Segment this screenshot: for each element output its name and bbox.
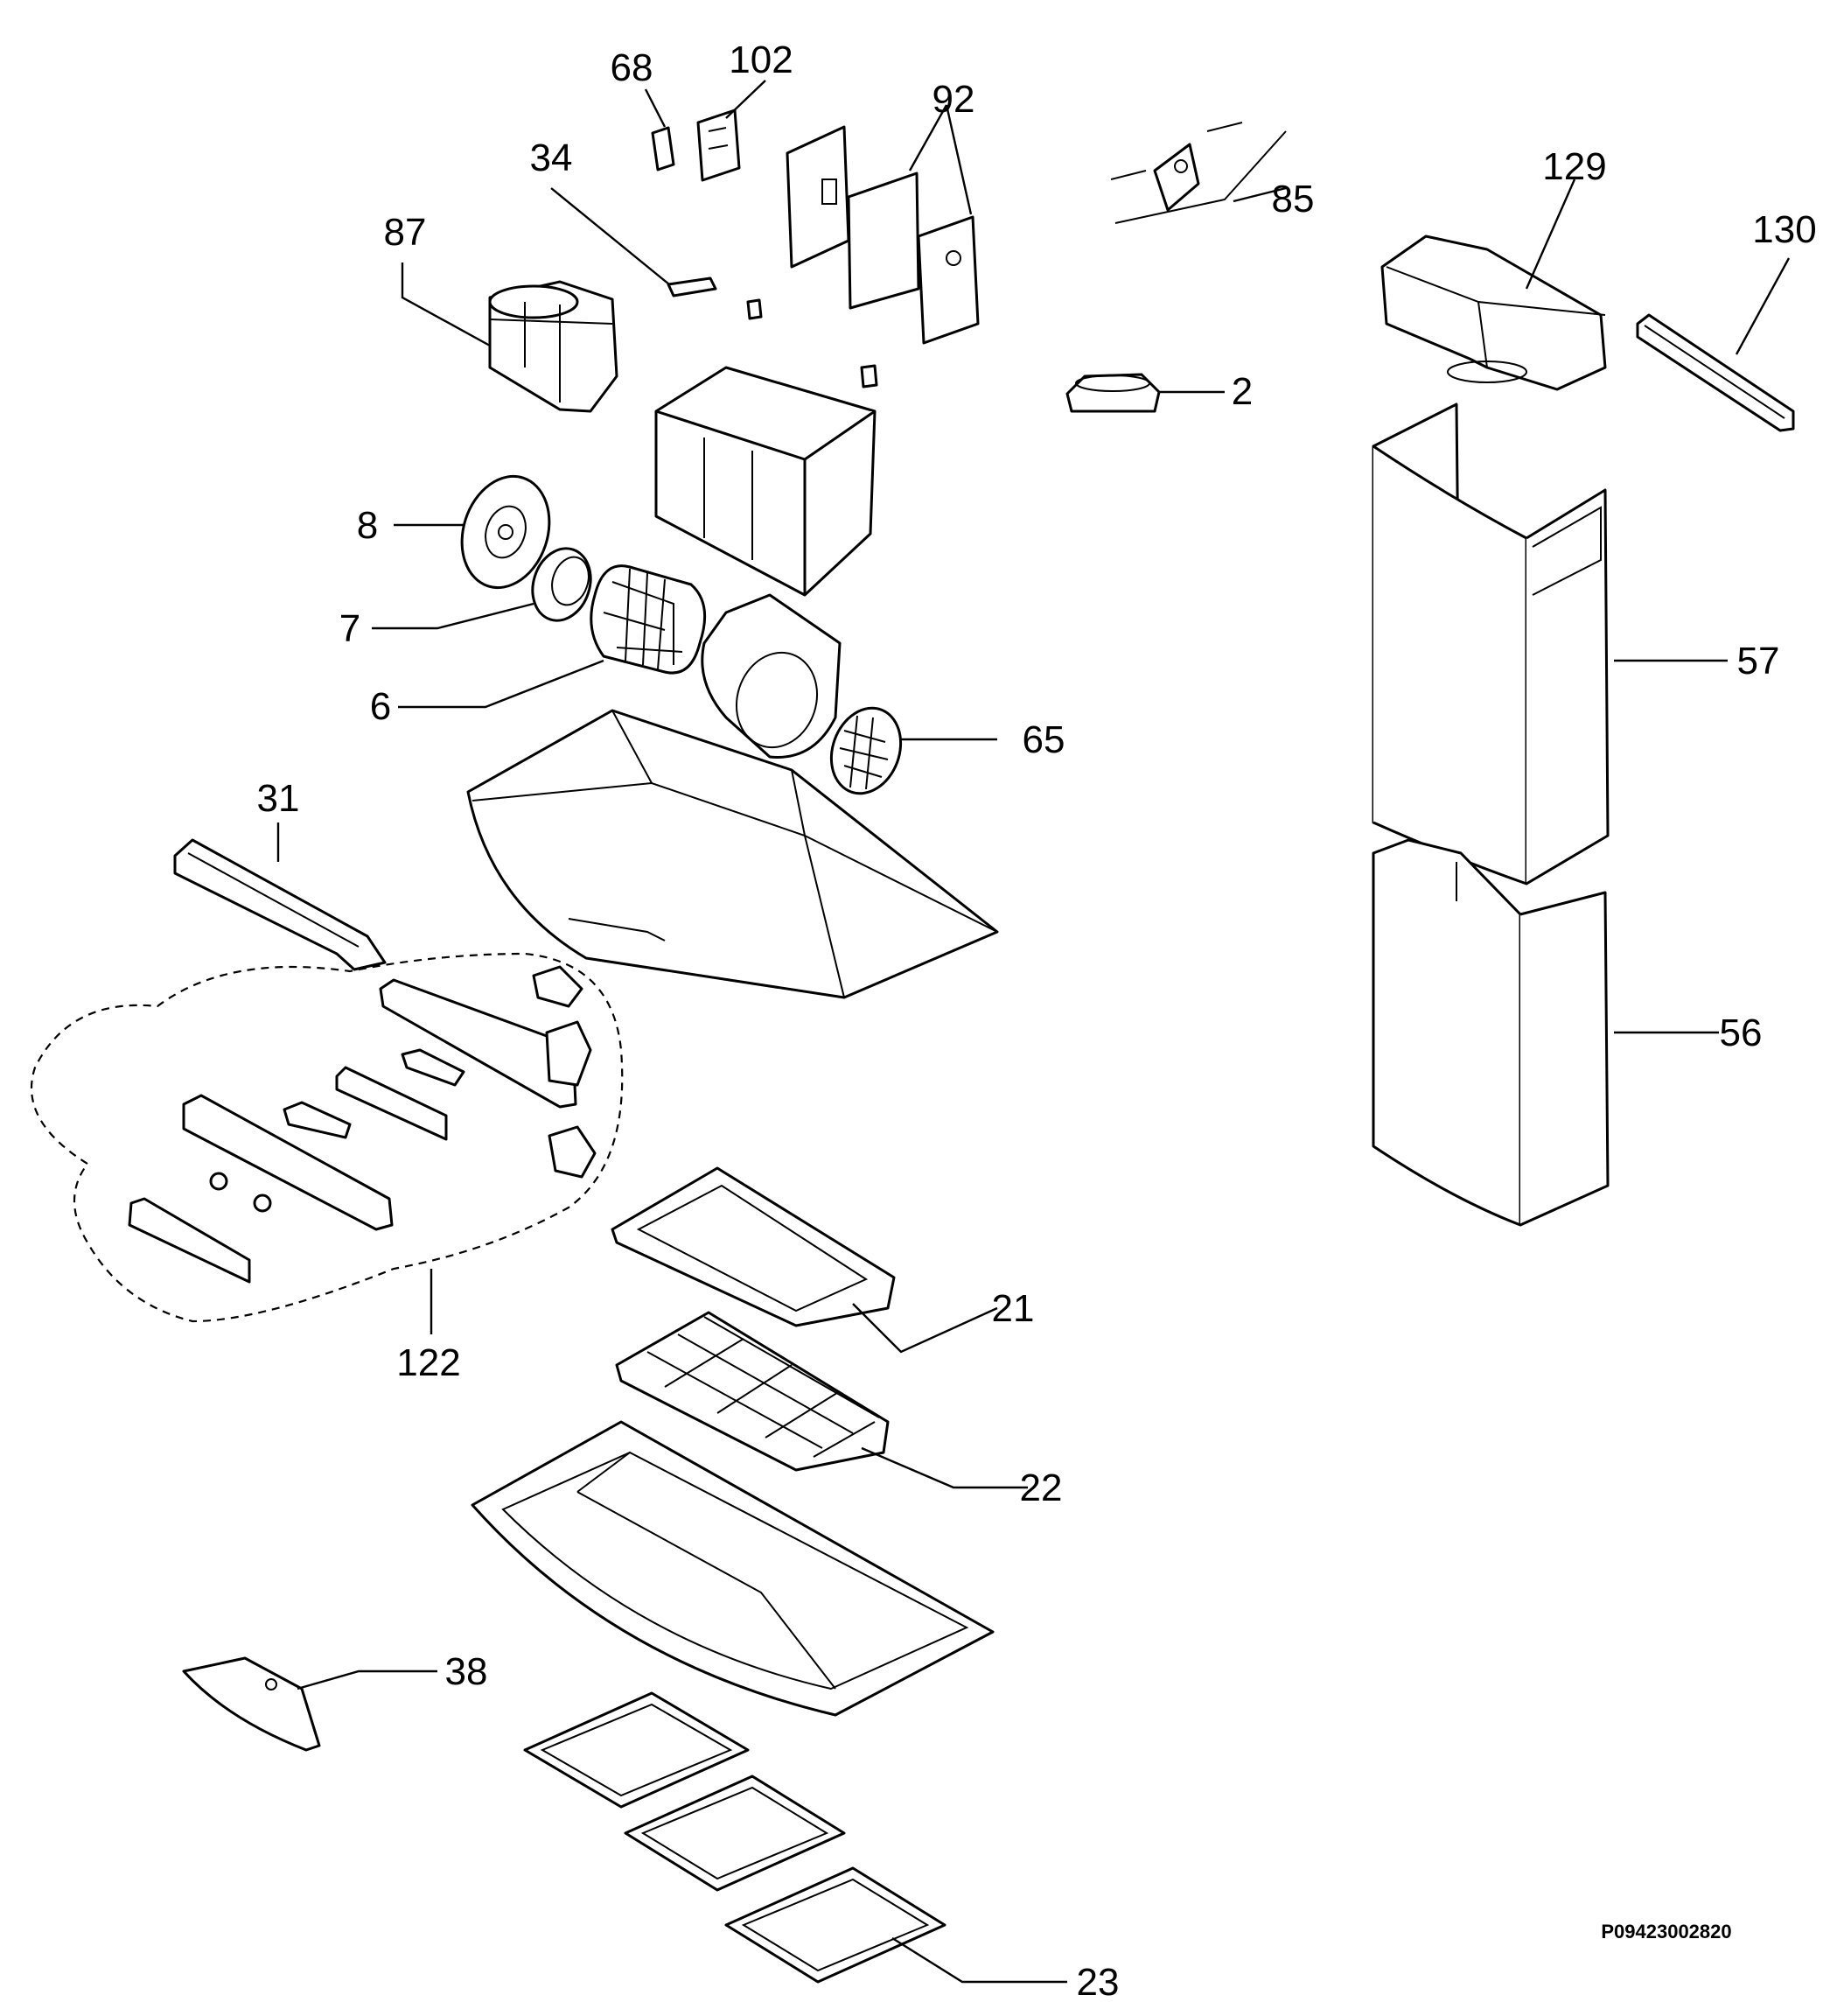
part-68-switch-block bbox=[651, 126, 675, 172]
drawing-code: P09423002820 bbox=[1601, 1921, 1731, 1942]
hood-canopy bbox=[466, 709, 999, 999]
leader-lines bbox=[276, 80, 1791, 1984]
part-21-filter-frame bbox=[611, 1166, 896, 1327]
part-2-ring bbox=[1065, 373, 1161, 413]
part-8-fan-plate bbox=[460, 474, 551, 590]
part-102-bracket bbox=[696, 108, 741, 182]
label-129: 129 bbox=[1542, 145, 1606, 188]
part-56-lower-chimney bbox=[1372, 838, 1610, 1227]
part-6-blower-wheel bbox=[590, 564, 707, 675]
label-7: 7 bbox=[339, 607, 360, 650]
label-31: 31 bbox=[257, 777, 300, 820]
label-122: 122 bbox=[396, 1341, 460, 1384]
blower-scroll-housing bbox=[701, 593, 842, 759]
motor-housing bbox=[654, 366, 877, 597]
label-87: 87 bbox=[384, 211, 427, 254]
part-31-lamp-rail bbox=[173, 838, 387, 971]
label-21: 21 bbox=[992, 1287, 1035, 1330]
label-2: 2 bbox=[1232, 370, 1253, 413]
part-130-rail-bracket bbox=[1636, 313, 1795, 432]
label-85: 85 bbox=[1272, 178, 1315, 220]
part-7-motor bbox=[531, 547, 592, 622]
part-57-upper-chimney bbox=[1372, 402, 1610, 886]
part-23-carbon-filters bbox=[523, 1691, 946, 1984]
part-65-grille bbox=[829, 706, 903, 795]
label-57: 57 bbox=[1737, 640, 1780, 682]
label-22: 22 bbox=[1020, 1466, 1063, 1509]
part-38-side-cover bbox=[182, 1656, 321, 1752]
part-129-duct-adapter bbox=[1380, 234, 1607, 391]
part-122-control-group bbox=[30, 952, 624, 1323]
label-130: 130 bbox=[1752, 208, 1816, 251]
label-6: 6 bbox=[370, 685, 391, 728]
part-labels: 68 102 92 34 87 85 129 130 2 8 7 6 65 57… bbox=[257, 38, 1817, 2004]
label-92: 92 bbox=[932, 78, 975, 121]
part-92-panels bbox=[786, 125, 980, 345]
label-56: 56 bbox=[1720, 1012, 1763, 1054]
label-68: 68 bbox=[611, 46, 653, 89]
label-65: 65 bbox=[1023, 718, 1065, 761]
part-87-duct-collar bbox=[488, 280, 618, 413]
label-38: 38 bbox=[445, 1650, 488, 1693]
part-34-clip bbox=[667, 276, 878, 388]
label-34: 34 bbox=[530, 136, 573, 179]
hood-lower-tray bbox=[471, 1420, 995, 1717]
label-102: 102 bbox=[729, 38, 793, 81]
label-23: 23 bbox=[1077, 1961, 1120, 2004]
part-85-mounting-bracket bbox=[1110, 122, 1287, 224]
part-22-grease-filter bbox=[615, 1311, 890, 1472]
label-8: 8 bbox=[357, 504, 378, 547]
